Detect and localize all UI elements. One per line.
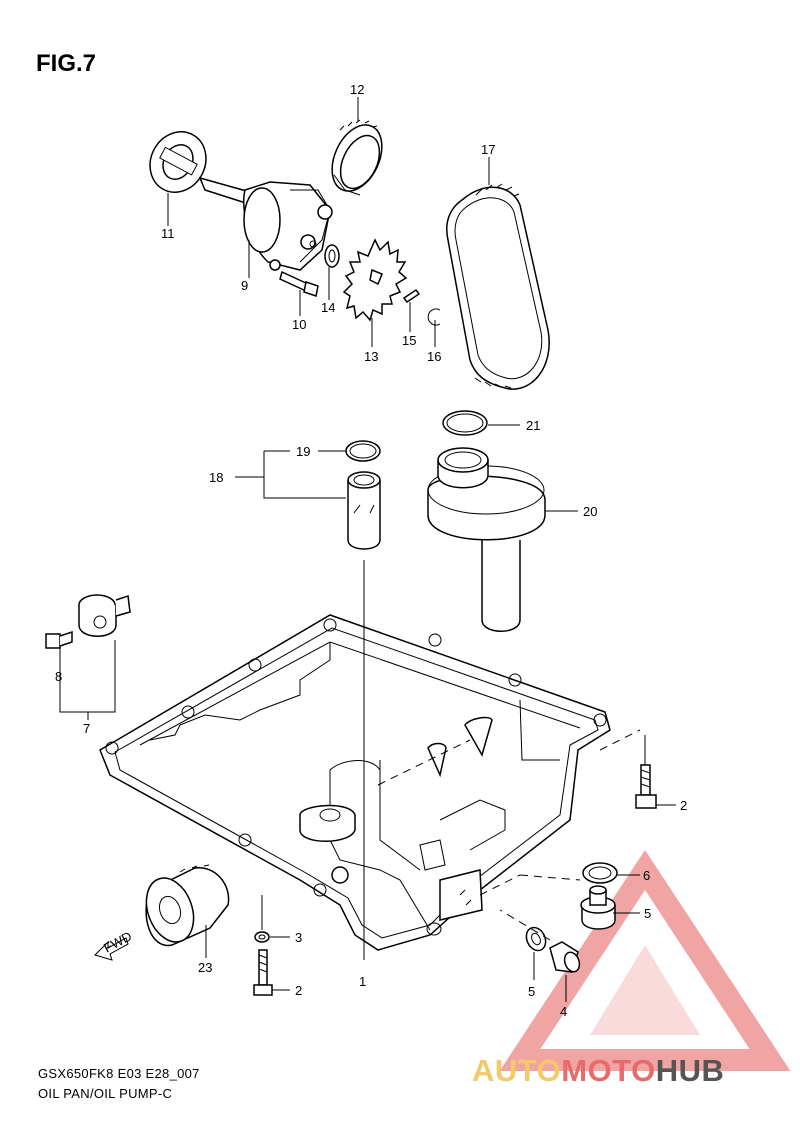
fwd-direction-arrow: FWD	[94, 928, 134, 961]
callout-22: 21	[526, 418, 540, 433]
part-10-oil-pump	[198, 176, 333, 271]
callout-9: 8	[55, 669, 62, 684]
callout-11: 10	[292, 317, 306, 332]
part-5-washer	[525, 926, 547, 952]
watermark-text-moto: MOTO	[561, 1053, 656, 1088]
part-18-chain	[446, 183, 550, 390]
callout-16: 15	[402, 333, 416, 348]
watermark-text-auto: AUTO	[472, 1053, 562, 1088]
callout-12: 11	[161, 226, 175, 241]
part-22-o-ring	[442, 410, 488, 436]
part-3-washer	[254, 931, 270, 943]
part-23-oil-filter	[145, 864, 230, 947]
watermark-logo	[499, 849, 791, 1071]
callout-10: 9	[241, 278, 248, 293]
callout-20: 19	[296, 444, 310, 459]
callout-1: 1	[359, 974, 366, 989]
part-7-gasket	[582, 862, 618, 884]
callout-23: 23	[198, 960, 212, 975]
leader-lines	[59, 97, 676, 1002]
watermark-text: AUTOMOTOHUB	[472, 1053, 724, 1089]
callout-3: 3	[295, 930, 302, 945]
model-code: GSX650FK8 E03 E28_007	[38, 1066, 200, 1081]
callout-2-upper: 2	[680, 798, 687, 813]
callout-13: 12	[350, 82, 364, 97]
part-16-pin	[402, 288, 421, 304]
part-1-oil-pan	[99, 614, 611, 951]
part-20-o-ring	[345, 440, 381, 462]
callout-21: 20	[583, 504, 597, 519]
watermark-text-hub: HUB	[655, 1053, 725, 1088]
part-13-driven-gear	[331, 119, 383, 196]
callout-17: 16	[427, 349, 441, 364]
callout-2-lower: 2	[295, 983, 302, 998]
part-15-washer	[324, 244, 340, 268]
figure-description: OIL PAN/OIL PUMP-C	[38, 1086, 173, 1101]
part-2-bolt-upper	[635, 764, 657, 809]
part-14-sprocket	[342, 238, 408, 322]
callout-labels: 12 17 11 9 14 10 15 13 16 21 19 18 20 8 …	[55, 82, 687, 1019]
part-17-circlip	[427, 308, 441, 326]
callout-18: 17	[481, 142, 495, 157]
fwd-label: FWD	[101, 928, 134, 955]
callout-4: 4	[560, 1004, 567, 1019]
callout-6: 5	[644, 906, 651, 921]
part-8-oil-pressure-switch	[78, 594, 131, 637]
callout-8: 7	[83, 721, 90, 736]
callout-5: 5	[528, 984, 535, 999]
part-2-bolt-lower	[253, 949, 273, 996]
callout-7: 6	[643, 868, 650, 883]
figure-title: FIG.7	[36, 50, 97, 77]
callout-15: 14	[321, 300, 335, 315]
part-19-pipe	[347, 471, 381, 550]
part-21-oil-strainer	[427, 447, 546, 632]
part-11-bolt	[279, 270, 319, 297]
part-6-drain-plug	[580, 885, 616, 930]
callout-14: 13	[364, 349, 378, 364]
callout-19: 18	[209, 470, 223, 485]
part-9-screw	[45, 630, 73, 649]
part-4-drain-bolt	[549, 941, 581, 973]
part-12-gasket	[149, 131, 207, 193]
